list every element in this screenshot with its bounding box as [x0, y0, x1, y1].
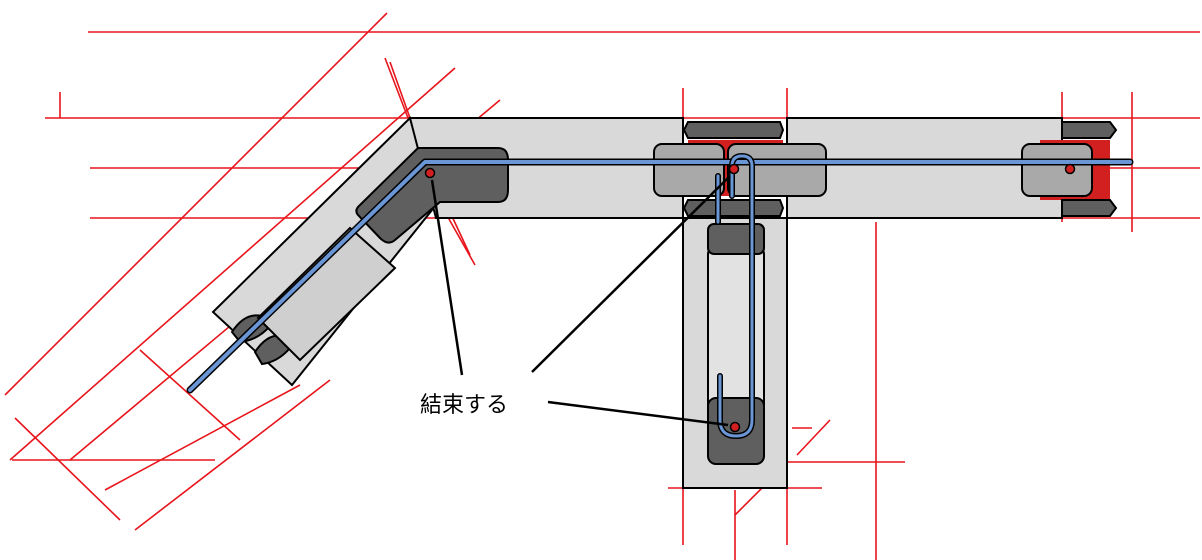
tie-point-end [1064, 163, 1076, 175]
horizontal-member-right [786, 117, 1063, 219]
leader-to-corner [430, 179, 464, 376]
junction-cap-top [682, 121, 785, 139]
tie-points [424, 163, 1076, 433]
main-rebar [188, 160, 1132, 392]
diagonal-sleeve [256, 226, 397, 362]
guide-lines [4, 12, 1200, 560]
coupler-left [653, 143, 725, 197]
leader-to-stem [547, 400, 729, 427]
coupler-right [1021, 143, 1093, 197]
stem-top-block [707, 223, 765, 255]
end-cap-top [1061, 121, 1118, 139]
coupler-center [727, 143, 827, 197]
tie-point-corner [424, 167, 436, 179]
tie-point-junction [728, 163, 740, 175]
leader-to-junction [531, 175, 731, 373]
stem-hook [718, 154, 754, 438]
rebar [186, 153, 1134, 439]
tie-point-stem [729, 421, 741, 433]
junction-cap-bottom [682, 199, 785, 217]
tie-label: 結束する [420, 393, 508, 418]
end-cap-bottom [1061, 199, 1118, 217]
corner-block [355, 147, 509, 244]
leader-lines [430, 175, 731, 427]
